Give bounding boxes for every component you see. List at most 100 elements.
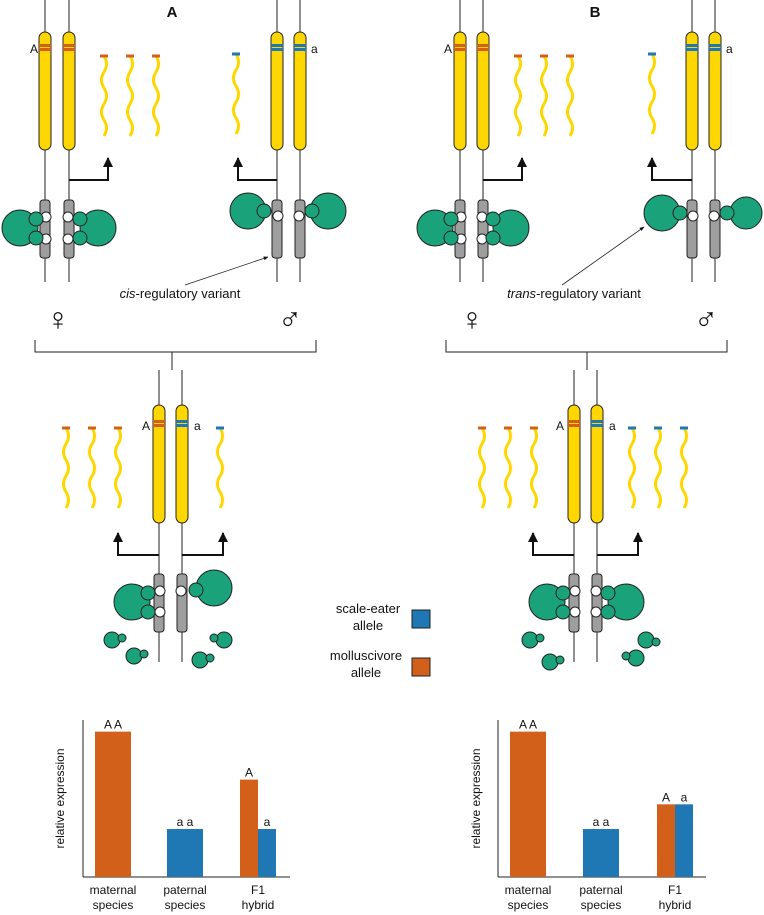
regulatory-region-left [153, 573, 165, 633]
free-protein [103, 631, 233, 669]
male-chromosome-pair-a: a [229, 0, 347, 282]
x-tick-label: species [581, 898, 622, 912]
protein [72, 209, 117, 247]
regulatory-region-right [591, 573, 603, 633]
allele-label: A [30, 42, 38, 56]
allele-label: a [609, 419, 616, 433]
allele-label: a [726, 42, 733, 56]
allele-label: a [311, 42, 318, 56]
chromosome-left [270, 31, 284, 151]
regulatory-region-left [686, 199, 698, 259]
legend-molluscivore-line1: molluscivore [330, 648, 402, 663]
regulatory-region-left [39, 199, 51, 259]
cis-annotation: cis-regulatory variant [120, 256, 269, 301]
regulatory-region-right [63, 199, 75, 259]
legend-scale-eater-line2: allele [353, 618, 383, 633]
mrna-group-a-f1 [62, 426, 224, 509]
cross-bracket [34, 340, 317, 370]
mrna-group-a-female [100, 54, 160, 137]
chromosome-left [38, 31, 52, 151]
legend-scale-eater-swatch [411, 609, 431, 629]
f1-chromosome-pair-b: A a [521, 370, 661, 671]
chromosome-left [152, 404, 166, 524]
protein [188, 569, 233, 607]
protein [304, 192, 347, 230]
panel-b-letter: B [590, 4, 601, 21]
protein-variant [643, 194, 688, 232]
chromosome-left [567, 404, 581, 524]
chromosome-left [453, 31, 467, 151]
chromosome-right [590, 404, 604, 524]
regulatory-region-left [454, 199, 466, 259]
male-symbol: ♂ [694, 301, 718, 337]
x-tick-label: F1 [251, 883, 265, 897]
allele-label: A [142, 419, 150, 433]
annotation-label: cis-regulatory variant [120, 286, 241, 301]
protein [600, 583, 645, 621]
protein [229, 192, 272, 230]
male-symbol: ♂ [278, 301, 302, 337]
bar-scale-eater [583, 829, 619, 877]
f1-chromosome-pair-a: A a [103, 370, 233, 669]
bar-data-label: a a [593, 815, 610, 829]
bar-scale-eater [167, 829, 203, 877]
allele-label: a [194, 419, 201, 433]
bar-molluscivore [240, 779, 258, 877]
regulatory-region-left-variant [271, 199, 283, 259]
chromosome-right [62, 31, 76, 151]
bar-data-label: A A [104, 718, 122, 732]
trans-annotation: trans-regulatory variant [507, 226, 645, 301]
bar-chart-panel-a: relative expressionmaternalspeciespatern… [53, 718, 290, 912]
female-chromosome-pair-b: A [416, 0, 530, 282]
bar-data-label: a [264, 815, 271, 829]
protein [1, 209, 44, 247]
panel-a: A A [1, 0, 347, 669]
cross-bracket [445, 340, 728, 370]
x-tick-label: F1 [668, 883, 682, 897]
panel-a-letter: A [167, 4, 178, 21]
protein [528, 583, 571, 621]
bar-molluscivore [657, 804, 675, 877]
x-tick-label: species [93, 898, 134, 912]
protein [113, 583, 156, 621]
bar-molluscivore [95, 731, 131, 877]
bar-scale-eater [258, 829, 276, 877]
bar-data-label: a [681, 790, 688, 804]
chromosome-left [685, 31, 699, 151]
x-tick-label: paternal [163, 883, 206, 897]
x-tick-label: species [165, 898, 206, 912]
female-symbol: ♀ [460, 301, 484, 337]
chromosome-right [476, 31, 490, 151]
regulatory-region-right [477, 199, 489, 259]
legend-molluscivore-swatch [411, 657, 431, 677]
female-symbol: ♀ [46, 301, 70, 337]
protein [416, 209, 459, 247]
mrna-group-b-f1 [478, 426, 688, 509]
y-axis-label: relative expression [53, 748, 67, 848]
bar-data-label: A [245, 766, 253, 780]
bar-data-label: A [662, 790, 670, 804]
bar-data-label: a a [177, 815, 194, 829]
legend-scale-eater-line1: scale-eater [336, 601, 401, 616]
x-tick-label: hybrid [242, 898, 275, 912]
x-tick-label: species [508, 898, 549, 912]
x-tick-label: hybrid [659, 898, 692, 912]
allele-label: A [444, 42, 452, 56]
bar-molluscivore [510, 731, 546, 877]
bar-data-label: A A [519, 718, 537, 732]
protein-variant [719, 196, 763, 230]
bar-chart-panel-b: relative expressionmaternalspeciespatern… [469, 718, 706, 912]
allele-label: A [556, 419, 564, 433]
regulatory-region-left [568, 573, 580, 633]
female-chromosome-pair-a: A [1, 0, 117, 282]
bar-scale-eater [675, 804, 693, 877]
mrna-group-b-female [514, 54, 574, 137]
regulatory-region-right [709, 199, 721, 259]
y-axis-label: relative expression [469, 748, 483, 848]
panel-b: B A [416, 0, 763, 671]
legend-molluscivore-line2: allele [351, 665, 381, 680]
free-protein [521, 631, 661, 671]
protein [485, 209, 530, 247]
chromosome-right [708, 31, 722, 151]
